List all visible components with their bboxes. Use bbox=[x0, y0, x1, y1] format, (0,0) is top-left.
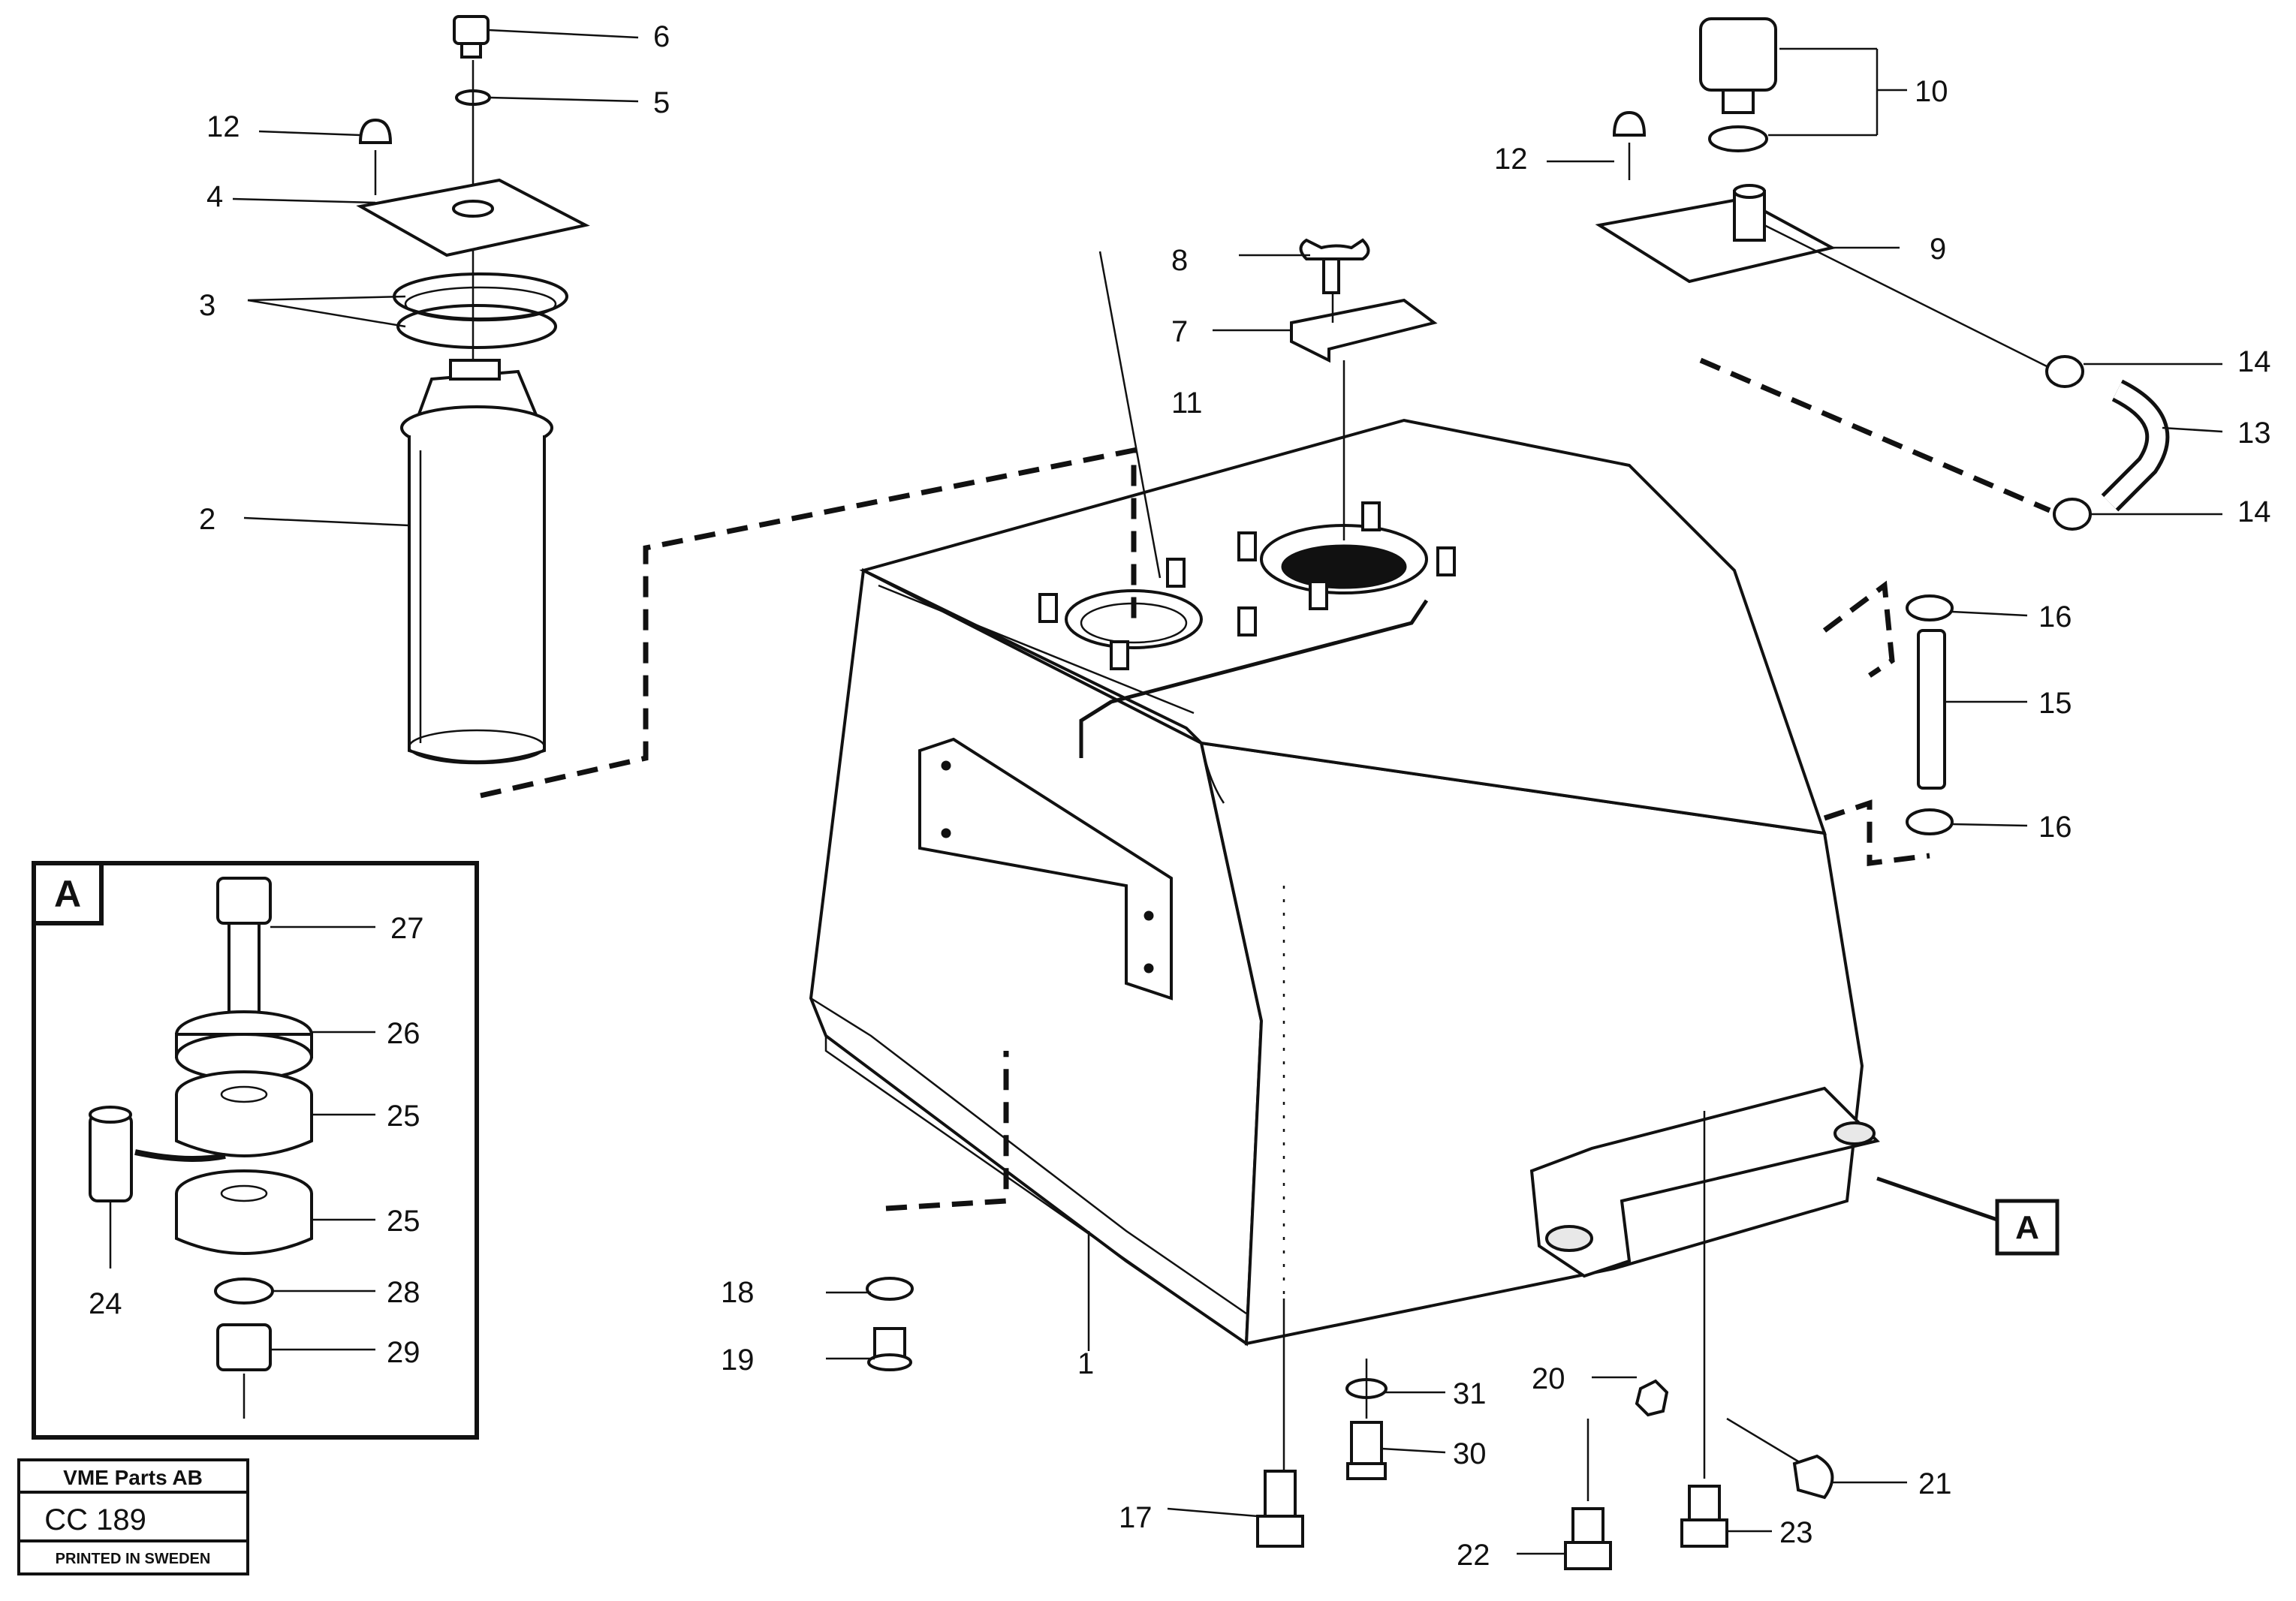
callout-26: 26 bbox=[387, 1017, 420, 1050]
company-name: VME Parts AB bbox=[63, 1466, 203, 1489]
detail-view-a: A bbox=[32, 861, 479, 1440]
callout-1: 1 bbox=[1077, 1347, 1094, 1380]
callout-16-top: 16 bbox=[2038, 600, 2072, 633]
breather-assembly bbox=[1595, 17, 2170, 531]
callout-17: 17 bbox=[1119, 1501, 1153, 1534]
callout-4: 4 bbox=[206, 180, 223, 213]
callout-22: 22 bbox=[1457, 1539, 1490, 1572]
filter-assembly bbox=[356, 15, 590, 765]
callout-2: 2 bbox=[199, 503, 215, 536]
drain-and-sensors bbox=[866, 1111, 1834, 1570]
bolt-icon bbox=[1038, 501, 1456, 670]
callout-23: 23 bbox=[1779, 1516, 1813, 1549]
callout-25-lower: 25 bbox=[387, 1205, 420, 1238]
callout-12-left: 12 bbox=[206, 110, 240, 143]
callout-11: 11 bbox=[1171, 387, 1203, 420]
reference-a-label: A bbox=[2015, 1209, 2039, 1246]
callout-13: 13 bbox=[2237, 417, 2271, 450]
callout-3: 3 bbox=[199, 289, 215, 322]
detail-view-label: A bbox=[54, 873, 81, 915]
callout-5: 5 bbox=[653, 86, 670, 119]
level-glass bbox=[1906, 594, 1954, 835]
callout-12-right: 12 bbox=[1494, 143, 1528, 176]
callout-20: 20 bbox=[1532, 1362, 1565, 1395]
callout-27: 27 bbox=[390, 912, 424, 945]
hydraulic-tank bbox=[809, 418, 1880, 1347]
callout-25-upper: 25 bbox=[387, 1100, 420, 1133]
callout-24: 24 bbox=[89, 1287, 122, 1320]
leader-lines bbox=[109, 29, 2223, 1555]
callout-31: 31 bbox=[1453, 1377, 1487, 1410]
callout-6: 6 bbox=[653, 20, 670, 53]
title-block: VME Parts AB CC 189 PRINTED IN SWEDEN bbox=[17, 1458, 249, 1575]
callout-14-bottom: 14 bbox=[2237, 495, 2271, 528]
callout-15: 15 bbox=[2038, 687, 2072, 720]
callout-10: 10 bbox=[1915, 75, 1948, 108]
callout-8: 8 bbox=[1171, 244, 1188, 277]
reference-a-tag: A bbox=[1876, 1176, 2059, 1256]
callout-16-bottom: 16 bbox=[2038, 811, 2072, 844]
drawing-code: CC 189 bbox=[44, 1503, 146, 1536]
callout-29: 29 bbox=[387, 1336, 420, 1369]
printed-note: PRINTED IN SWEDEN bbox=[56, 1551, 211, 1567]
callout-9: 9 bbox=[1930, 233, 1946, 266]
callout-28: 28 bbox=[387, 1276, 420, 1309]
callout-18: 18 bbox=[721, 1276, 755, 1309]
retaining-clamp bbox=[1290, 238, 1438, 540]
callout-14-top: 14 bbox=[2237, 345, 2271, 378]
reference-dashed-lines bbox=[480, 357, 2051, 1211]
callout-7: 7 bbox=[1171, 315, 1188, 348]
callout-21: 21 bbox=[1918, 1467, 1952, 1500]
callout-19: 19 bbox=[721, 1344, 755, 1377]
callout-labels: 6 5 12 4 3 2 8 7 11 10 12 9 14 13 14 16 … bbox=[89, 20, 2271, 1572]
callout-30: 30 bbox=[1453, 1437, 1487, 1470]
